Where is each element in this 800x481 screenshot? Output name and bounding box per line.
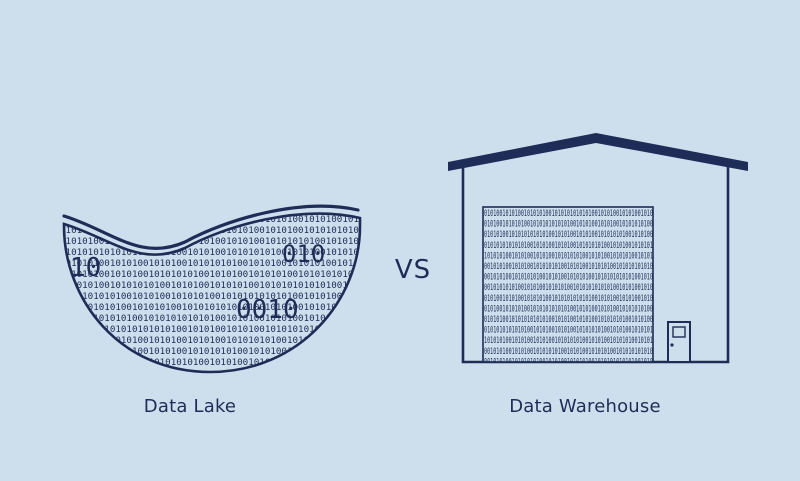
lake-basin-outline <box>62 212 362 374</box>
binary-row: 1010101001010100101010010101010100101010… <box>60 259 370 269</box>
binary-row: 0101010101010100101010010101001010101010… <box>60 248 370 258</box>
binary-row: 0101010101010100101010010101001010101010… <box>60 336 370 346</box>
binary-row: 0010101001010100101010101001010100101010… <box>484 262 656 272</box>
binary-row: 0010101010100101010010101010010101010101… <box>60 292 370 302</box>
lake-surface-wave <box>62 204 360 250</box>
binary-row: 0010101001010100101010101001010100101010… <box>60 270 370 280</box>
binary-row: 0101010101010100101010010101001010101010… <box>484 326 656 336</box>
binary-row: 0101001010101001010101010101001010100101… <box>60 314 370 324</box>
binary-row: 0101001010100101010100101010101010100101… <box>60 215 370 225</box>
binary-row: 0101010010101010101010010101001010100101… <box>484 315 656 325</box>
data-lake-icon: 0101001010100101010100101010101010100101… <box>60 204 370 374</box>
vs-label: VS <box>394 255 432 285</box>
binary-row: 0101001010100101010100101010101010100101… <box>484 209 656 219</box>
binary-row: 0010101010100101010010101010010101010101… <box>484 283 656 293</box>
lake-digit-group-2: 010 <box>282 240 325 268</box>
binary-row: 0010101001010100101010101001010100101010… <box>484 347 656 357</box>
binary-row: 0101010010101010101010010101001010100101… <box>60 325 370 335</box>
binary-row: 0101001010101001010101010101001010100101… <box>484 304 656 314</box>
binary-row: 0010101001010101010010101001010101001010… <box>484 273 656 283</box>
binary-row: 0010101001010101010010101001010101001010… <box>484 357 656 367</box>
binary-row: 1010101001010100101010010101010100101010… <box>484 251 656 261</box>
lake-big-digits: 10 010 0010 <box>70 240 325 325</box>
binary-row: 0101010010101010101010010101001010100101… <box>60 237 370 247</box>
binary-row: 0101001010100101010100101010101010100101… <box>60 303 370 313</box>
binary-row: 0010101001010100101010101001010100101010… <box>60 358 370 368</box>
lake-digit-group-1: 10 <box>70 253 101 283</box>
binary-row: 0101001010100101010100101010101010100101… <box>484 294 656 304</box>
binary-row: 0101010101010100101010010101001010101010… <box>484 241 656 251</box>
lake-digit-group-3: 0010 <box>236 295 299 325</box>
warehouse-data-block <box>482 206 654 363</box>
binary-row: 0010101001010101010010101001010101001010… <box>60 281 370 291</box>
binary-row: 1010101001010100101010010101010100101010… <box>484 336 656 346</box>
data-warehouse-label: Data Warehouse <box>509 396 661 417</box>
binary-row: 0101001010101001010101010101001010100101… <box>484 220 656 230</box>
warehouse-roof <box>448 133 748 171</box>
binary-row: 0101010010101010101010010101001010100101… <box>484 230 656 240</box>
warehouse-door-icon <box>667 321 691 363</box>
binary-row: 1010101001010100101010010101010100101010… <box>60 347 370 357</box>
data-lake-label: Data Lake <box>143 396 237 417</box>
data-warehouse-icon: 0101001010100101010100101010101010100101… <box>448 133 748 367</box>
lake-binary-fill: 0101001010100101010100101010101010100101… <box>60 215 370 368</box>
warehouse-binary-fill: 0101001010100101010100101010101010100101… <box>484 209 656 367</box>
